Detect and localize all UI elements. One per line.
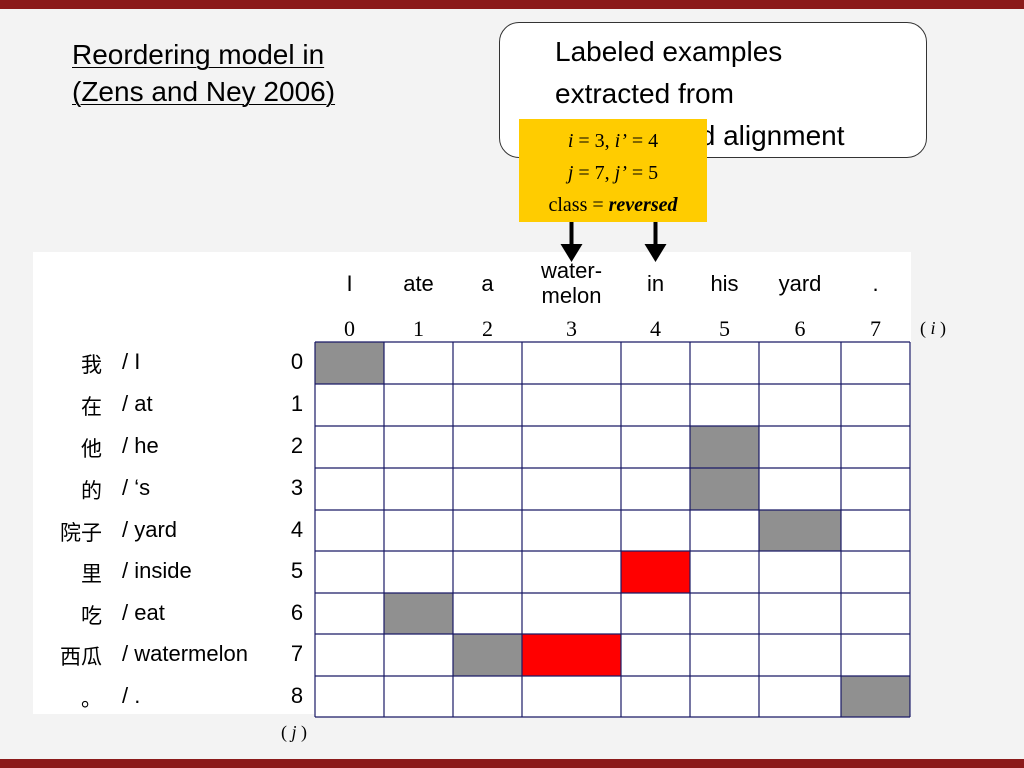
- target-index: 6: [794, 316, 806, 341]
- source-word-chinese: 的: [81, 479, 102, 503]
- source-word-chinese: 我: [81, 353, 102, 377]
- aligned-cell: [384, 593, 453, 634]
- axis-i-var: i: [930, 318, 936, 338]
- source-index: 2: [290, 433, 304, 458]
- note-i-value: = 3,: [573, 130, 615, 152]
- source-word-gloss: / inside: [122, 558, 192, 583]
- example-note: i = 3, i’ = 4 j = 7, j’ = 5 class = reve…: [519, 119, 707, 222]
- axis-j-var: j: [291, 722, 297, 742]
- target-index: 0: [344, 316, 355, 341]
- source-index: 5: [290, 558, 304, 583]
- source-word-chinese: 。: [81, 687, 102, 711]
- source-index: 7: [290, 641, 304, 666]
- target-word: I: [346, 270, 353, 296]
- target-index: 7: [870, 316, 881, 341]
- title-line-1: Reordering model in: [72, 39, 325, 70]
- target-word: .: [872, 270, 879, 296]
- axis-j-open: (: [281, 722, 292, 742]
- aligned-cell: [690, 468, 759, 510]
- note-j-value: = 7,: [573, 162, 615, 184]
- axis-j-close: ): [296, 722, 308, 742]
- aligned-cell: [759, 510, 841, 551]
- source-index: 8: [290, 683, 304, 708]
- aligned-cell: [690, 426, 759, 468]
- source-index: 3: [290, 475, 304, 500]
- source-word-gloss: / .: [122, 683, 141, 708]
- target-word: water-melon: [540, 258, 603, 308]
- target-word: yard: [778, 270, 822, 296]
- target-index: 3: [566, 316, 577, 341]
- aligned-cell: [453, 634, 522, 676]
- title-line-2: (Zens and Ney 2006): [72, 76, 336, 107]
- target-word: ate: [403, 270, 434, 296]
- target-index: 5: [719, 316, 730, 341]
- note-jp-var: j’: [614, 162, 627, 184]
- note-line-i: i = 3, i’ = 4: [519, 125, 707, 157]
- source-index: 6: [290, 600, 304, 625]
- source-word-chinese: 里: [81, 562, 102, 586]
- source-word-chinese: 院子: [60, 521, 102, 545]
- bottom-border-bar: [0, 759, 1024, 768]
- source-index: 0: [290, 349, 304, 374]
- highlighted-cell: [522, 634, 621, 676]
- top-border-bar: [0, 0, 1024, 9]
- note-j-var: j: [567, 162, 574, 184]
- source-word-gloss: / at: [122, 391, 153, 416]
- source-word-gloss: / yard: [122, 517, 178, 542]
- source-word-gloss: / watermelon: [122, 641, 248, 666]
- target-index: 1: [413, 316, 424, 341]
- note-line-class: class = reversed: [519, 189, 707, 221]
- source-word-gloss: / I: [122, 349, 141, 374]
- slide-title: Reordering model in (Zens and Ney 2006): [72, 36, 335, 110]
- source-word-gloss: / eat: [122, 600, 165, 625]
- note-line-j: j = 7, j’ = 5: [519, 157, 707, 189]
- axis-j-label: ( j ): [281, 722, 307, 743]
- aligned-cell: [841, 676, 910, 717]
- source-word-chinese: 在: [81, 395, 102, 419]
- highlighted-cell: [621, 551, 690, 593]
- axis-i-close: ): [935, 318, 947, 338]
- source-index: 1: [290, 391, 304, 416]
- target-word: a: [481, 270, 494, 296]
- note-ip-value: = 4: [626, 130, 659, 152]
- source-word-chinese: 他: [81, 437, 102, 461]
- source-index: 4: [290, 517, 304, 542]
- source-word-chinese: 吃: [81, 604, 102, 628]
- source-word-gloss: / ‘s: [122, 475, 151, 500]
- note-i-var: i: [567, 130, 574, 152]
- axis-i-label: ( i ): [920, 318, 946, 339]
- note-jp-value: = 5: [626, 162, 659, 184]
- target-word: his: [710, 270, 739, 296]
- callout-line-2: extracted from: [555, 78, 734, 109]
- aligned-cell: [315, 342, 384, 384]
- axis-i-open: (: [920, 318, 931, 338]
- target-index: 4: [650, 316, 661, 341]
- source-word-chinese: 西瓜: [60, 645, 102, 669]
- arrow-head: [644, 244, 667, 262]
- target-index: 2: [482, 316, 493, 341]
- callout-line-1: Labeled examples: [555, 36, 783, 67]
- note-class-value: reversed: [608, 194, 678, 216]
- note-ip-var: i’: [614, 130, 627, 152]
- note-class-prefix: class =: [548, 194, 609, 216]
- arrow-head: [560, 244, 583, 262]
- source-word-gloss: / he: [122, 433, 159, 458]
- target-word: in: [646, 270, 665, 296]
